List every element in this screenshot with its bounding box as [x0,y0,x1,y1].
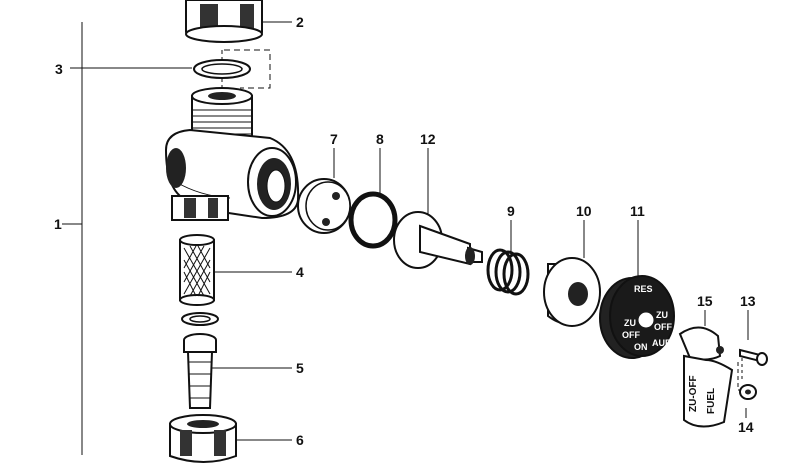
callout-1: 1 [54,216,62,232]
callout-15: 15 [697,293,713,309]
callout-4: 4 [296,264,304,280]
lever-label-fuel: FUEL [706,388,717,414]
part-15-lever-handle: ZU-OFF FUEL [678,326,734,428]
callout-8: 8 [376,131,384,147]
part-8-o-ring [348,191,398,249]
callout-11: 11 [630,203,645,219]
part-1-fuel-tap-body [164,87,300,221]
callout-labels: 1 2 3 4 5 6 7 8 9 10 11 12 13 14 15 [54,14,756,448]
part-13-screw [739,348,768,366]
knob-label-auf: AUF [652,338,671,348]
leader-lines [62,21,750,455]
part-6-union-nut [169,414,237,463]
callout-14: 14 [738,419,754,435]
knob-label-zu-left: ZU [624,318,636,328]
knob-label-res: RES [634,284,653,294]
lever-label-zu-off: ZU-OFF [688,375,699,412]
part-2-union-nut [185,0,263,43]
part-12-valve-spindle [393,211,483,269]
callout-9: 9 [507,203,515,219]
part-4-filter-strainer [179,234,215,306]
part-11-selector-plate: RES ZU OFF ZU OFF ON AUF [599,275,675,359]
part-14-lock-washer [739,384,757,400]
part-3-sealing-washer [193,59,251,79]
callout-13: 13 [740,293,756,309]
callout-10: 10 [576,203,592,219]
knob-label-off-right: OFF [654,322,672,332]
callout-2: 2 [296,14,304,30]
part-5-hose-nipple [183,333,217,409]
knob-label-on: ON [634,342,648,352]
callout-7: 7 [330,131,338,147]
callout-3: 3 [55,61,63,77]
knob-label-zu-right: ZU [656,310,668,320]
part-9-spring-seals [486,248,530,296]
callout-5: 5 [296,360,304,376]
part-7-valve-disc [297,178,351,234]
callout-12: 12 [420,131,436,147]
sealing-washer [181,312,219,326]
knob-label-off-left: OFF [622,330,640,340]
part-10-threaded-sleeve [543,257,601,327]
callout-6: 6 [296,432,304,448]
